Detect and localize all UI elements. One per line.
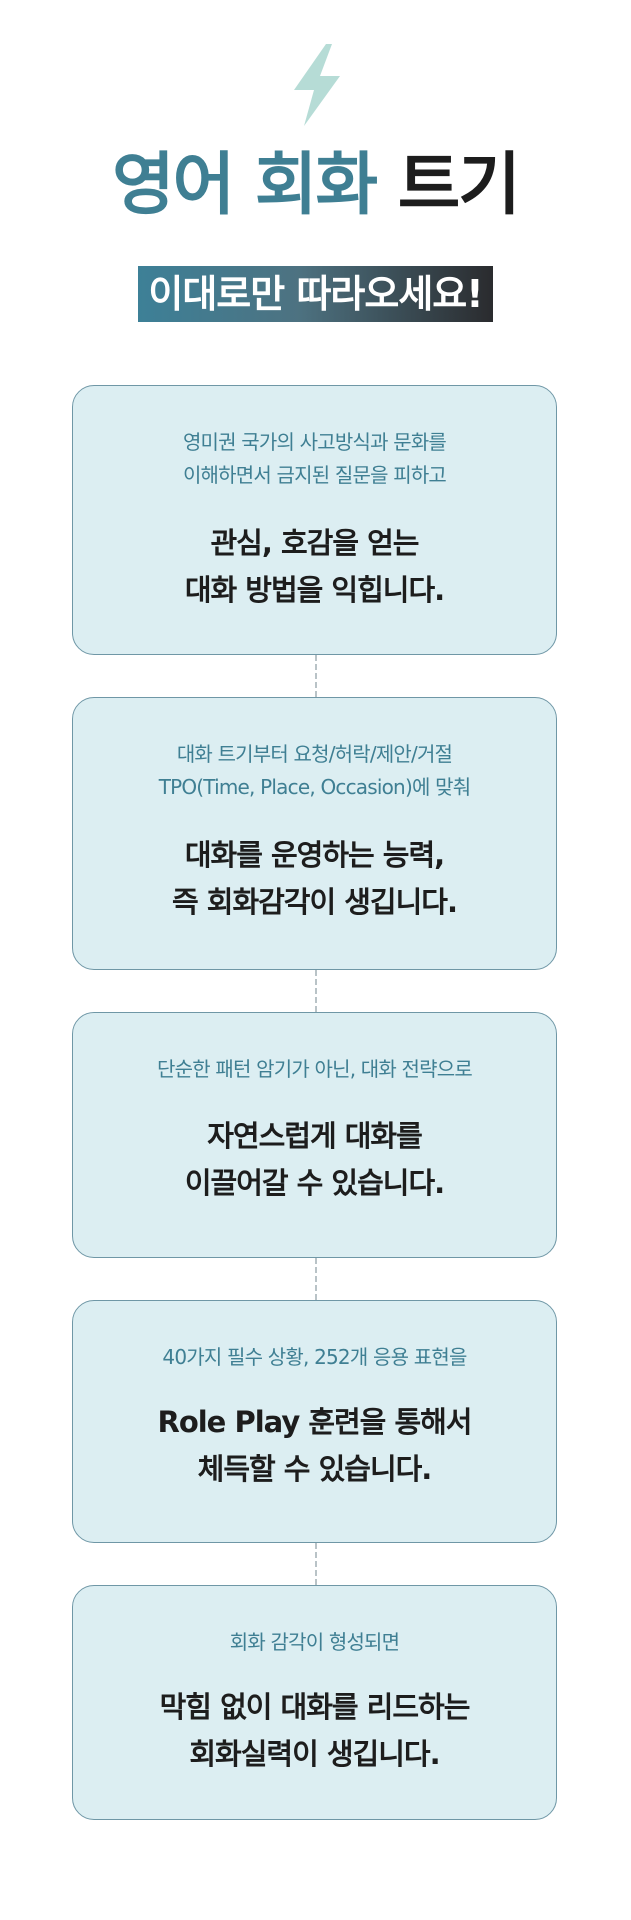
card-subtitle: 영미권 국가의 사고방식과 문화를 이해하면서 금지된 질문을 피하고 bbox=[73, 426, 556, 492]
card-main-line: 막힘 없이 대화를 리드하는 bbox=[159, 1690, 471, 1724]
connector bbox=[315, 970, 317, 1012]
card-main-line: 체득할 수 있습니다. bbox=[197, 1452, 433, 1486]
card-main-text: Role Play 훈련을 통해서 체득할 수 있습니다. bbox=[73, 1399, 556, 1493]
card-subtitle-line: 이해하면서 금지된 질문을 피하고 bbox=[182, 463, 447, 487]
card-main-line: 대화 방법을 익힙니다. bbox=[184, 573, 445, 607]
card-main-line: 자연스럽게 대화를 bbox=[207, 1119, 423, 1153]
card-main-text: 막힘 없이 대화를 리드하는 회화실력이 생깁니다. bbox=[73, 1684, 556, 1778]
connector bbox=[315, 655, 317, 697]
headline: 영어 회화 트기 bbox=[0, 138, 631, 234]
card-subtitle-line: TPO(Time, Place, Occasion)에 맞춰 bbox=[158, 775, 471, 799]
card-main-text: 자연스럽게 대화를 이끌어갈 수 있습니다. bbox=[73, 1113, 556, 1207]
card-subtitle-line: 대화 트기부터 요청/허락/제안/거절 bbox=[176, 742, 453, 766]
card-subtitle-line: 단순한 패턴 암기가 아닌, 대화 전략으로 bbox=[157, 1057, 473, 1081]
card-subtitle-line: 영미권 국가의 사고방식과 문화를 bbox=[182, 430, 447, 454]
card-subtitle: 단순한 패턴 암기가 아닌, 대화 전략으로 bbox=[73, 1053, 556, 1086]
card-main-line: Role Play 훈련을 통해서 bbox=[157, 1405, 472, 1439]
card-main-line: 이끌어갈 수 있습니다. bbox=[184, 1166, 445, 1200]
card-subtitle-line: 회화 감각이 형성되면 bbox=[229, 1630, 400, 1654]
banner-wrap: 이대로만 따라오세요! bbox=[0, 266, 631, 322]
feature-card: 단순한 패턴 암기가 아닌, 대화 전략으로 자연스럽게 대화를 이끌어갈 수 … bbox=[72, 1012, 557, 1258]
feature-card: 40가지 필수 상황, 252개 응용 표현을 Role Play 훈련을 통해… bbox=[72, 1300, 557, 1543]
card-main-line: 대화를 운영하는 능력, bbox=[184, 838, 445, 872]
connector bbox=[315, 1258, 317, 1300]
card-main-text: 관심, 호감을 얻는 대화 방법을 익힙니다. bbox=[73, 520, 556, 614]
card-subtitle: 대화 트기부터 요청/허락/제안/거절 TPO(Time, Place, Occ… bbox=[73, 738, 556, 804]
feature-card: 영미권 국가의 사고방식과 문화를 이해하면서 금지된 질문을 피하고 관심, … bbox=[72, 385, 557, 655]
card-main-line: 관심, 호감을 얻는 bbox=[210, 526, 420, 560]
headline-banner: 이대로만 따라오세요! bbox=[138, 266, 493, 322]
card-main-line: 회화실력이 생깁니다. bbox=[189, 1737, 440, 1771]
feature-card: 대화 트기부터 요청/허락/제안/거절 TPO(Time, Place, Occ… bbox=[72, 697, 557, 970]
card-main-text: 대화를 운영하는 능력, 즉 회화감각이 생깁니다. bbox=[73, 832, 556, 926]
lightning-bolt-icon bbox=[294, 44, 340, 126]
headline-dark: 트기 bbox=[397, 146, 521, 225]
card-subtitle: 회화 감각이 형성되면 bbox=[73, 1626, 556, 1659]
card-main-line: 즉 회화감각이 생깁니다. bbox=[171, 885, 458, 919]
connector bbox=[315, 1543, 317, 1585]
card-subtitle-line: 40가지 필수 상황, 252개 응용 표현을 bbox=[162, 1345, 467, 1369]
feature-card: 회화 감각이 형성되면 막힘 없이 대화를 리드하는 회화실력이 생깁니다. bbox=[72, 1585, 557, 1820]
headline-accent: 영어 회화 bbox=[112, 146, 378, 225]
card-subtitle: 40가지 필수 상황, 252개 응용 표현을 bbox=[73, 1341, 556, 1374]
